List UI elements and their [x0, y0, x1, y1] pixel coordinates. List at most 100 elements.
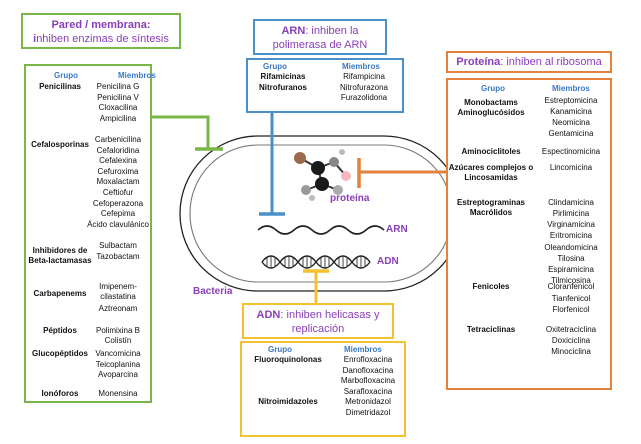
- bacteria-label: Bacteria: [193, 286, 233, 297]
- protein-member: Virginamicina: [547, 220, 595, 230]
- adn-member: Marbofloxacina: [340, 376, 396, 385]
- wall-member: Cefoperazona: [92, 198, 144, 208]
- wall-title-rest: nhiben enzimas de síntesis: [36, 33, 169, 45]
- wall-member: Moxalactam: [96, 177, 140, 187]
- protein-member: Espectinomicina: [541, 147, 601, 157]
- adn-title-bold: ADN: [256, 309, 281, 321]
- wall-members-header: Miembros: [118, 71, 156, 80]
- protein-member: Clindamicina: [548, 198, 594, 208]
- protein-member: Lincomicina: [549, 162, 593, 172]
- wall-member: Avoparcina: [98, 370, 138, 380]
- protein-member: Florfenicol: [552, 304, 590, 314]
- wall-member: Penicilina G: [96, 82, 140, 91]
- protein-member: Tianfenicol: [551, 293, 591, 303]
- wall-member: Cefuroxima: [97, 166, 139, 176]
- wall-group-3: Carbapenems: [33, 288, 87, 298]
- arn-title-box: ARN: inhiben la polimerasa de ARN: [253, 19, 387, 55]
- rna-strand: [257, 225, 385, 235]
- adn-group-header: Grupo: [268, 345, 292, 354]
- wall-member: Teicoplanina: [95, 359, 141, 369]
- protein-groups-box: [446, 78, 612, 390]
- arn-member: Furazolidona: [340, 93, 388, 102]
- protein-title-bold: Proteína: [456, 56, 501, 68]
- protein-groups-content: Grupo Miembros Monobactams Aminoglucósid…: [446, 78, 612, 390]
- adn-group-1: Nitroimidazoles: [258, 397, 318, 406]
- adn-title-rest: : inhiben helicasas y replicación: [280, 309, 380, 335]
- adn-member: Metronidazol: [345, 397, 391, 406]
- arn-groups-box: [246, 58, 404, 113]
- adn-member: Danofloxacina: [342, 365, 394, 375]
- protein-member: Gentamicina: [548, 129, 594, 139]
- arn-members-header: Miembros: [342, 62, 380, 71]
- protein-member: Minociclina: [551, 346, 591, 356]
- adn-title-box: ADN: inhiben helicasas y replicación: [242, 303, 394, 339]
- wall-member: Carbenicilina: [94, 135, 142, 144]
- protein-group-4: Fenicoles: [472, 282, 510, 292]
- arn-member: Rifampicina: [343, 72, 385, 81]
- protein-member: Kanamicina: [550, 107, 592, 117]
- protein-group-3: Estreptograminas Macrólidos: [456, 198, 526, 218]
- adn-member: Enrofloxacina: [343, 355, 393, 364]
- protein-group-0: Monobactams Aminoglucósidos: [457, 98, 525, 118]
- protein-member: Neomicina: [552, 118, 590, 128]
- wall-group-2: Inhibidores de Beta-lactamasas: [28, 246, 92, 266]
- wall-member: Ácido clavulánico: [87, 219, 149, 229]
- protein-member: Tilmicosina: [551, 275, 591, 285]
- protein-member: Pirlimicina: [552, 209, 590, 219]
- rna-label: ARN: [386, 224, 408, 235]
- protein-member: Oleandomicina: [544, 242, 598, 252]
- arn-group-header: Grupo: [263, 62, 287, 71]
- arn-title-rest: : inhiben la polimerasa de ARN: [272, 25, 368, 51]
- cell-outer-membrane: [179, 135, 463, 292]
- arn-group-1: Nitrofuranos: [259, 82, 307, 92]
- wall-group-4: Péptidos: [43, 325, 77, 335]
- adn-groups-box: [240, 341, 406, 437]
- wall-member: Cefaloridina: [96, 145, 140, 155]
- wall-member: Ceftiofur: [102, 188, 134, 197]
- protein-member: Eritromicina: [549, 231, 593, 241]
- wall-group-header: Grupo: [54, 71, 78, 80]
- adn-members-header: Miembros: [344, 345, 382, 354]
- adn-group-0: Fluoroquinolonas: [254, 355, 322, 364]
- protein-group-1: Aminociclitoles: [461, 147, 521, 157]
- protein-group-5: Tetraciclinas: [466, 324, 516, 334]
- arn-group-0: Rifamicinas: [260, 72, 306, 81]
- wall-member: Tazobactam: [96, 251, 140, 261]
- wall-member: Monensina: [98, 389, 138, 399]
- protein-group-2: Azúcares complejos o Lincosamidas: [448, 162, 534, 182]
- ribosome-icon: [294, 149, 351, 201]
- protein-member: Estreptomicina: [544, 96, 598, 105]
- wall-inhibitor-line: [152, 115, 210, 148]
- protein-member: Cloranfenicol: [547, 282, 595, 292]
- wall-member: Cefepima: [100, 209, 136, 219]
- wall-member: Colistín: [104, 336, 132, 346]
- adn-groups-content: Grupo Miembros Fluoroquinolonas Enrofloxa…: [240, 341, 406, 437]
- wall-member: Aztreonam: [98, 303, 138, 313]
- wall-group-1: Cefalosporinas: [31, 140, 89, 150]
- protein-members-header: Miembros: [552, 84, 590, 93]
- protein-member: Tilosina: [557, 253, 585, 263]
- wall-member: Imipenem-cilastatina: [99, 282, 137, 302]
- wall-member: Penicilina V: [97, 92, 139, 102]
- wall-title-i: i: [33, 33, 37, 45]
- dna-label: ADN: [377, 256, 399, 267]
- wall-group-0: Penicilinas: [39, 82, 81, 91]
- wall-groups-box: [24, 64, 152, 403]
- dna-helix: [261, 255, 371, 269]
- protein-title-box: Proteína: inhiben al ribosoma: [446, 51, 612, 73]
- wall-member: Cloxacilina: [98, 103, 138, 113]
- arn-title-bold: ARN: [281, 25, 306, 37]
- arn-member: Nitrofurazona: [339, 82, 389, 92]
- protein-title-rest: : inhiben al ribosoma: [500, 56, 602, 68]
- protein-member: Espiramicina: [548, 264, 594, 274]
- adn-member: Sarafloxacina: [343, 386, 393, 396]
- wall-group-5: Glucopéptidos: [32, 349, 88, 359]
- protein-label: proteína: [330, 193, 370, 204]
- wall-group-6: Ionóforos: [41, 389, 79, 399]
- protein-member: Oxitetraciclina: [545, 324, 597, 334]
- wall-member: Sulbactam: [99, 241, 137, 250]
- wall-member: Polimixina B: [95, 325, 140, 335]
